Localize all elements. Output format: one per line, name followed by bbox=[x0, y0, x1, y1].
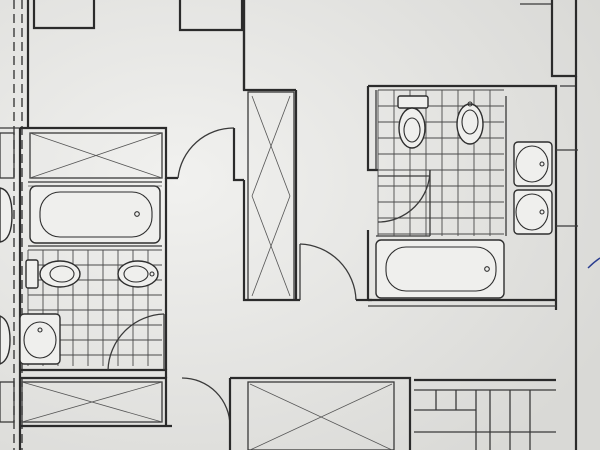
bathtub-icon bbox=[375, 239, 505, 299]
upper-right-room bbox=[242, 0, 578, 450]
bathtub-edge-icon bbox=[0, 187, 13, 243]
closet-center-left bbox=[242, 0, 300, 302]
bidet-icon bbox=[456, 101, 484, 145]
washbasin-icon bbox=[513, 189, 553, 235]
washbasin-icon bbox=[19, 313, 61, 365]
door-bathroom-right bbox=[377, 169, 431, 236]
washbasin-icon bbox=[513, 141, 553, 187]
bathtub-icon bbox=[28, 185, 162, 244]
door-bathroom-left bbox=[107, 313, 165, 371]
pen-mark bbox=[587, 257, 600, 269]
bidet-icon bbox=[117, 260, 159, 288]
toilet-icon bbox=[397, 95, 429, 149]
washbasin-partial-icon bbox=[0, 315, 11, 365]
closet-bottom-left bbox=[0, 376, 172, 428]
corridor-center bbox=[228, 376, 412, 450]
bathroom-right-walls bbox=[366, 84, 558, 310]
bathroom-left-walls bbox=[18, 126, 178, 450]
toilet-icon bbox=[25, 259, 81, 289]
closet-top-left bbox=[0, 132, 163, 179]
dashed-grid-lines bbox=[13, 0, 23, 450]
door-corridor-top bbox=[177, 127, 244, 182]
stair-area bbox=[414, 378, 556, 450]
